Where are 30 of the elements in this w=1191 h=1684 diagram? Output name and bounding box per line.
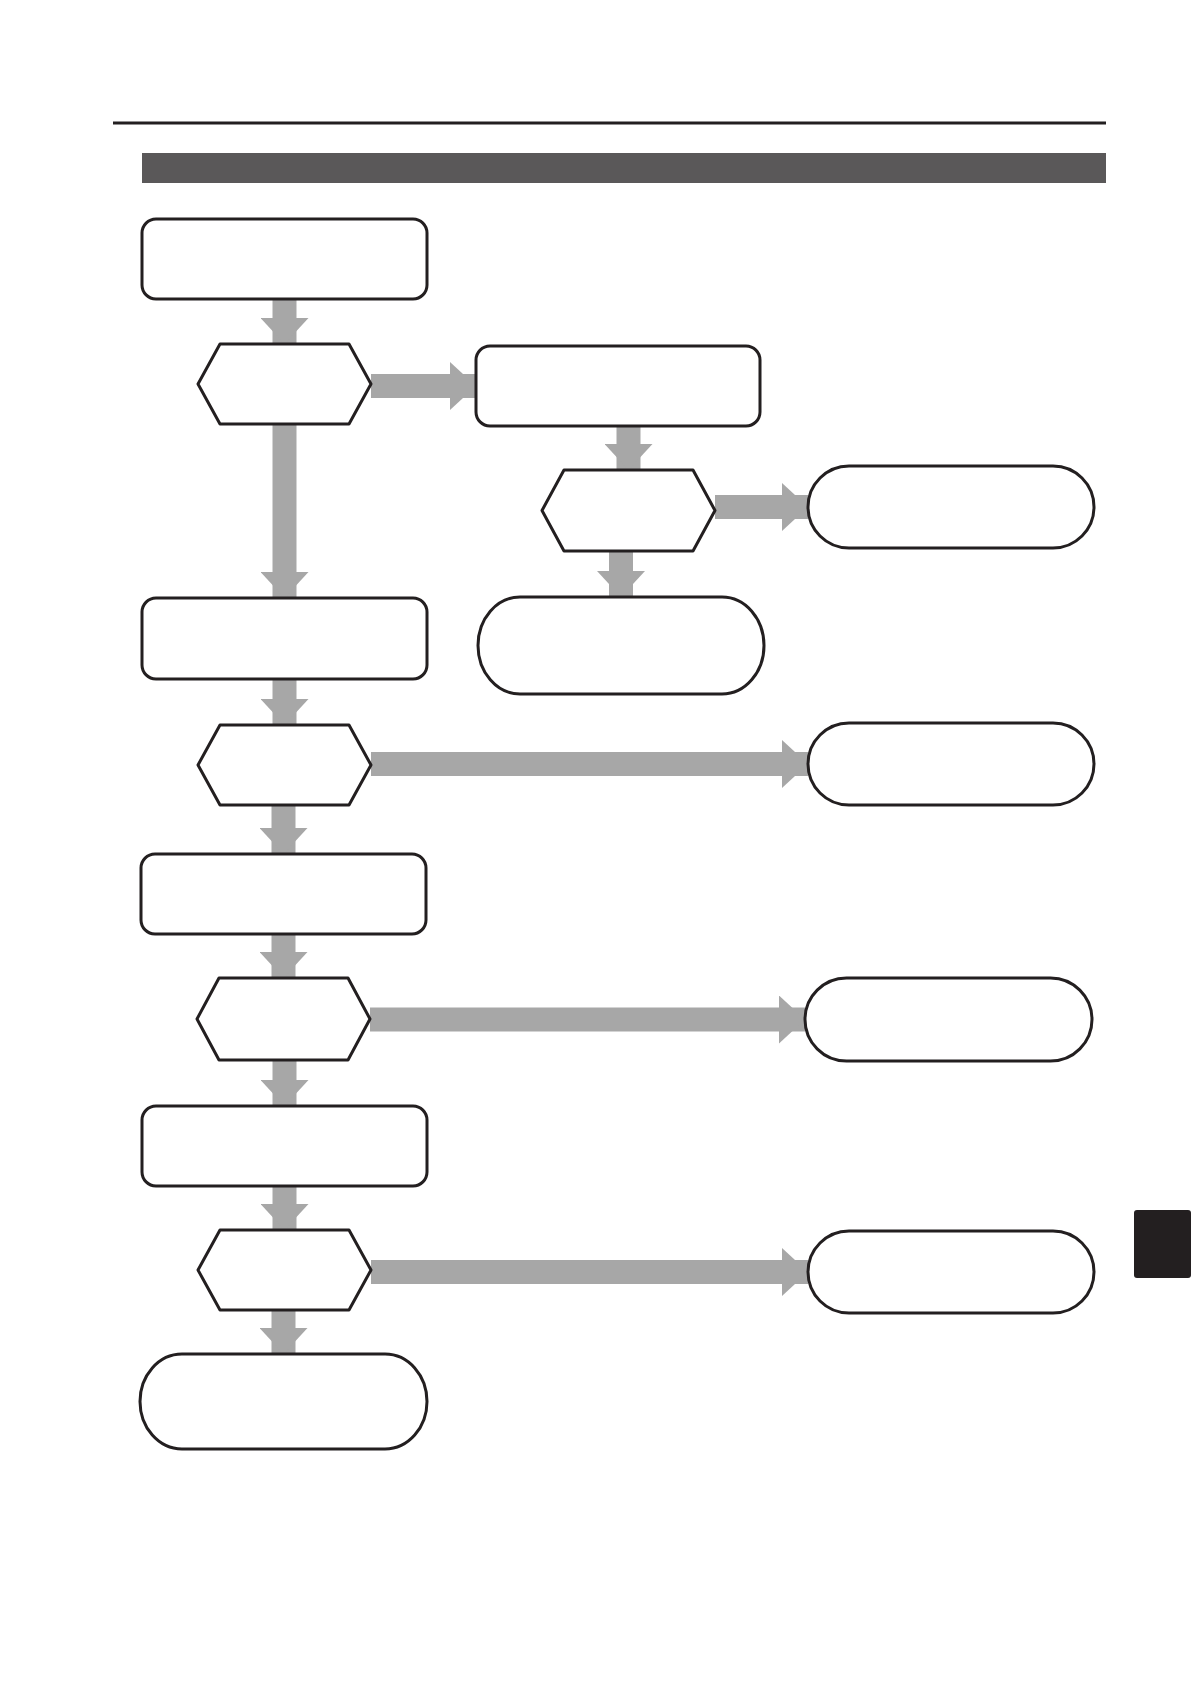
process-box (142, 219, 427, 299)
decision-hexagon (198, 344, 371, 424)
process-box (476, 346, 760, 426)
block-arrow (604, 426, 653, 470)
block-arrow (260, 424, 309, 598)
process-box (142, 1106, 427, 1186)
decision-hexagon (198, 725, 371, 805)
block-arrow (597, 551, 645, 597)
decision-hexagon (197, 978, 370, 1060)
block-arrow (259, 805, 308, 854)
decision-hexagon (198, 1230, 371, 1310)
block-arrow (371, 362, 476, 410)
block-arrow (371, 1248, 808, 1296)
block-arrow (260, 1060, 309, 1106)
block-arrow (260, 299, 309, 344)
terminal-box (808, 1231, 1094, 1313)
block-arrow (715, 483, 808, 531)
block-arrow (260, 1186, 309, 1230)
block-arrow (259, 934, 308, 978)
terminal-box (805, 978, 1092, 1061)
terminal-box (478, 597, 764, 694)
decision-hexagon (542, 470, 715, 551)
block-arrow (260, 679, 309, 725)
terminal-box (808, 723, 1094, 805)
block-arrow (370, 995, 805, 1044)
process-box (141, 854, 426, 934)
process-box (142, 598, 427, 679)
block-arrow (371, 740, 808, 788)
block-arrow (259, 1310, 308, 1354)
terminal-box (808, 466, 1094, 548)
